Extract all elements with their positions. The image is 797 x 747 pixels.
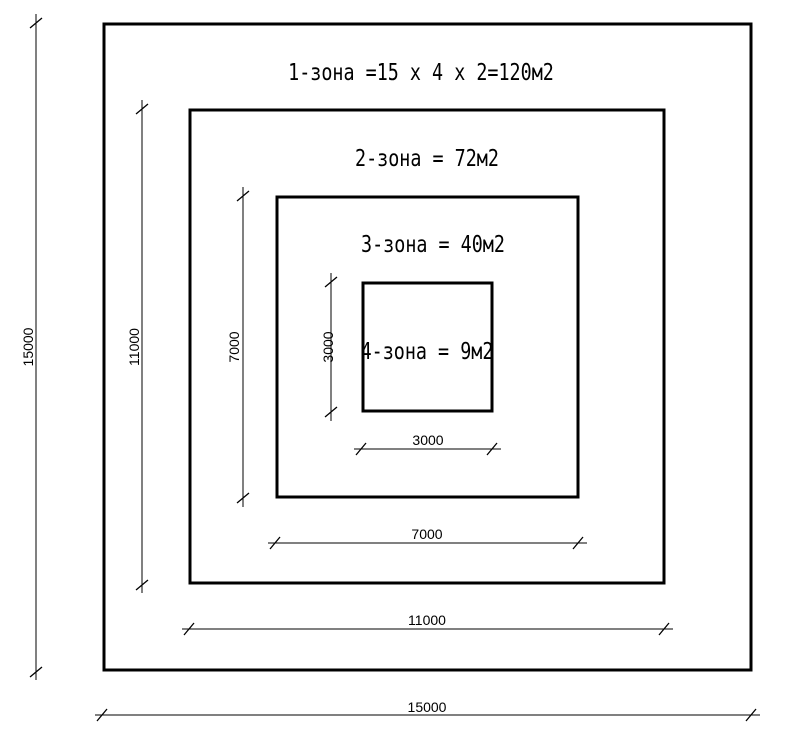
v-dimension-3000-label: 3000 [320,331,336,362]
h-dimension-11000-label: 11000 [408,612,446,628]
v-dimension-7000-label: 7000 [226,331,242,362]
h-dimension-15000-label: 15000 [408,699,447,715]
v-dimension-11000: 11000 [126,100,149,593]
v-dimension-7000: 7000 [226,187,250,507]
zone-2-label: 2-зона = 72м2 [355,145,499,172]
v-dimension-11000-label: 11000 [126,328,142,366]
h-dimension-7000: 7000 [268,526,587,550]
zone-1-label: 1-зона =15 х 4 х 2=120м2 [288,59,554,86]
zone-3-rect [275,195,580,499]
h-dimension-11000: 11000 [182,612,673,636]
h-dimension-7000-label: 7000 [411,526,442,542]
v-dimension-15000-label: 15000 [20,327,36,366]
h-dimension-3000-label: 3000 [412,432,443,448]
zone-3-label: 3-зона = 40м2 [361,231,505,258]
zone-2-rect [188,108,666,585]
h-dimension-3000: 3000 [354,432,501,456]
zone-4-label: 4-зона = 9м2 [361,338,494,365]
v-dimension-3000: 3000 [320,273,338,421]
h-dimension-15000: 15000 [95,699,760,722]
zone-1-rect [102,22,753,672]
zone-4-rect [361,281,494,413]
v-dimension-15000: 15000 [20,14,43,680]
